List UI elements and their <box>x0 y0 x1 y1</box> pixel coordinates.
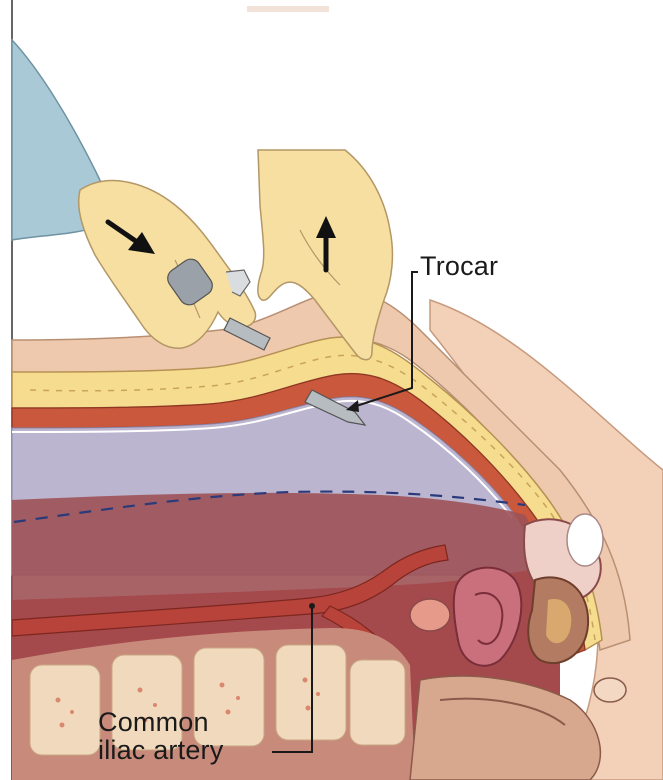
bladder-inner <box>567 514 603 566</box>
top-mark <box>247 6 329 12</box>
iliac-artery-label-line1: Common <box>98 708 209 737</box>
trocar-label: Trocar <box>420 252 498 281</box>
iliac-artery-label-line2: iliac artery <box>98 736 223 765</box>
vertebra <box>350 660 405 745</box>
pubic-bone <box>594 678 626 702</box>
iliac-leader-dot <box>309 603 315 609</box>
ovary <box>410 599 450 631</box>
vertebra <box>30 665 100 755</box>
lower-organs <box>410 676 600 780</box>
